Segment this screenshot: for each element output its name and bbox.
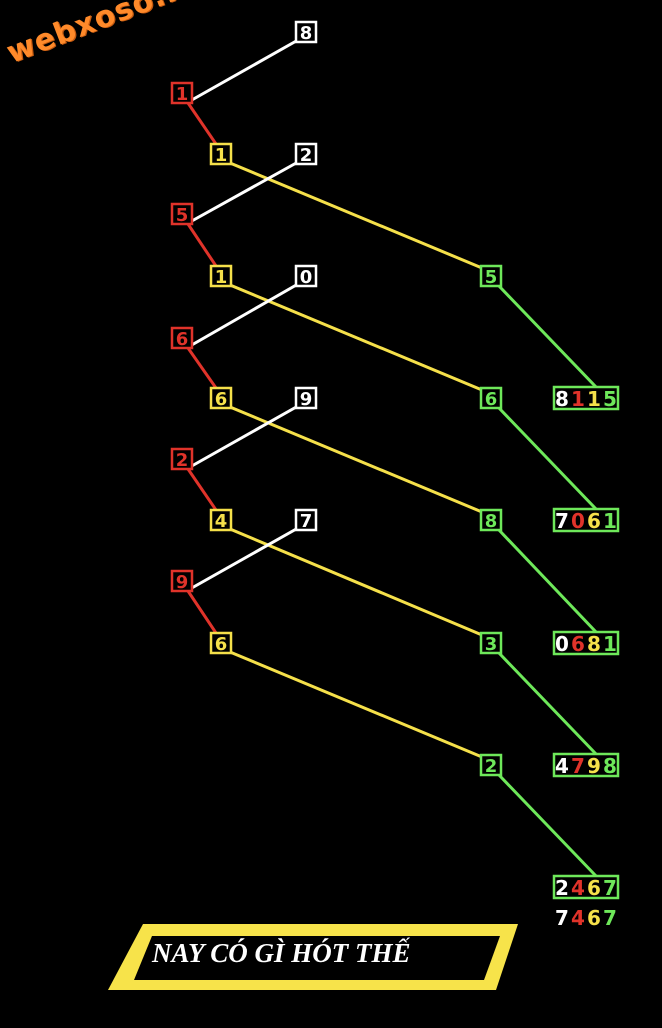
link-red-white: [189, 282, 299, 348]
green-digit-box: [479, 386, 503, 410]
white-digit: 9: [300, 389, 313, 410]
link-red-white: [189, 38, 299, 103]
link-yellow-green: [229, 283, 483, 392]
result-digit: 4: [555, 754, 569, 778]
banner-text: NAY CÓ GÌ HÓT THẾ: [152, 938, 411, 968]
link-yellow-green: [229, 405, 483, 514]
green-digit-box: [479, 631, 503, 655]
result-digit: 7: [555, 509, 569, 533]
link-red-yellow: [186, 468, 218, 511]
white-digit: 2: [300, 145, 313, 166]
white-digit-box: [294, 264, 318, 288]
result-digit: 1: [603, 632, 617, 656]
result-box: [552, 752, 620, 778]
green-digit: 5: [485, 267, 498, 288]
result-digit: 8: [603, 754, 617, 778]
result-digit: 2: [555, 876, 569, 900]
white-digit-box: [294, 508, 318, 532]
link-green-result: [497, 773, 598, 878]
green-digit: 3: [485, 634, 498, 655]
link-red-yellow: [186, 102, 218, 145]
white-digit: 8: [300, 23, 313, 44]
yellow-digit: 1: [215, 267, 228, 288]
final-result-digit: 7: [555, 906, 569, 930]
result-digit: 4: [571, 876, 585, 900]
result-digit: 6: [571, 632, 585, 656]
result-digit: 6: [587, 509, 601, 533]
link-yellow-green: [229, 161, 483, 270]
link-green-result: [497, 284, 598, 389]
green-digit: 6: [485, 389, 498, 410]
result-digit: 6: [587, 876, 601, 900]
link-yellow-green: [229, 527, 483, 637]
link-green-result: [497, 406, 598, 511]
white-digit-box: [294, 386, 318, 410]
yellow-digit-box: [209, 386, 233, 410]
result-digit: 0: [555, 632, 569, 656]
green-digit-box: [479, 753, 503, 777]
result-digit: 7: [603, 876, 617, 900]
green-digit-box: [479, 264, 503, 288]
white-digit-box: [294, 142, 318, 166]
result-digit: 1: [571, 387, 585, 411]
result-box: [552, 874, 620, 900]
final-result-digit: 7: [603, 906, 617, 930]
red-digit: 9: [176, 572, 189, 593]
link-red-yellow: [186, 347, 218, 389]
red-digit: 2: [176, 450, 189, 471]
red-digit-box: [170, 569, 194, 593]
yellow-digit-box: [209, 264, 233, 288]
yellow-digit: 4: [215, 511, 228, 532]
result-digit: 7: [571, 754, 585, 778]
banner-frame: [108, 924, 518, 990]
result-box: [552, 630, 620, 656]
white-digit: 7: [300, 511, 313, 532]
final-result-digit: 6: [587, 906, 601, 930]
link-yellow-green: [229, 650, 483, 759]
red-digit-box: [170, 81, 194, 105]
result-digit: 8: [587, 632, 601, 656]
red-digit-box: [170, 202, 194, 226]
link-red-yellow: [186, 223, 218, 267]
result-digit: 1: [603, 509, 617, 533]
link-green-result: [497, 651, 598, 756]
yellow-digit: 6: [215, 634, 228, 655]
result-digit: 1: [587, 387, 601, 411]
link-red-white: [189, 404, 299, 469]
result-digit: 8: [555, 387, 569, 411]
red-digit-box: [170, 326, 194, 350]
result-digit: 0: [571, 509, 585, 533]
yellow-digit-box: [209, 508, 233, 532]
yellow-digit-box: [209, 142, 233, 166]
result-digit: 5: [603, 387, 617, 411]
link-red-white: [189, 526, 299, 591]
red-digit: 1: [176, 84, 189, 105]
white-digit-box: [294, 20, 318, 44]
yellow-digit: 6: [215, 389, 228, 410]
yellow-digit-box: [209, 631, 233, 655]
link-red-yellow: [186, 590, 218, 634]
red-digit: 5: [176, 205, 189, 226]
result-box: [552, 507, 620, 533]
link-red-white: [189, 160, 299, 224]
white-digit: 0: [300, 267, 313, 288]
red-digit: 6: [176, 329, 189, 350]
final-result-digit: 4: [571, 906, 585, 930]
red-digit-box: [170, 447, 194, 471]
green-digit-box: [479, 508, 503, 532]
result-digit: 9: [587, 754, 601, 778]
link-green-result: [497, 528, 598, 634]
yellow-digit: 1: [215, 145, 228, 166]
result-box: [552, 385, 620, 411]
green-digit: 2: [485, 756, 498, 777]
green-digit: 8: [485, 511, 498, 532]
